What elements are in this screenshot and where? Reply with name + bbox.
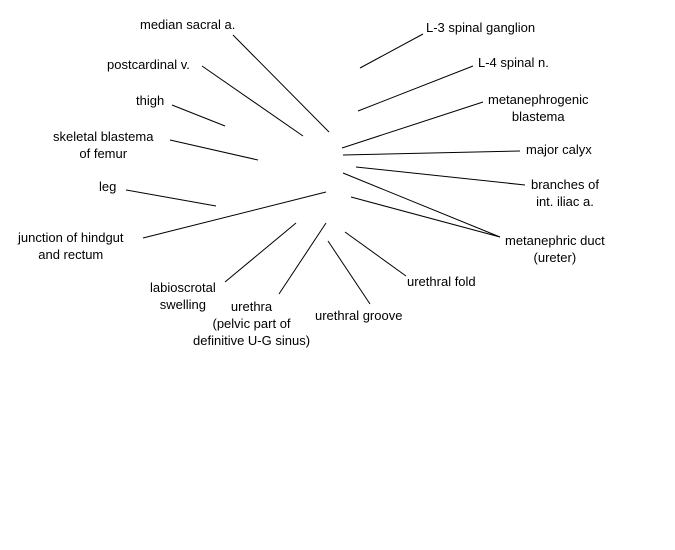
label-junction: junction of hindgut and rectum [18,229,124,263]
label-urethral-fold: urethral fold [407,273,476,290]
label-labioscrotal: labioscrotal swelling [150,279,216,313]
leader-metanephric-duct-1 [342,172,501,238]
label-thigh: thigh [136,92,164,109]
label-urethral-groove: urethral groove [315,307,402,324]
leader-major-calyx [342,150,521,156]
leader-l4 [357,65,474,112]
label-text: major calyx [526,142,592,157]
label-postcardinal: postcardinal v. [107,56,190,73]
label-median-sacral: median sacral a. [140,16,235,33]
label-text: postcardinal v. [107,57,190,72]
leader-branches [355,166,526,186]
label-text: leg [99,179,117,194]
label-l4: L-4 spinal n. [478,54,549,71]
label-text: junction of hindgut [18,230,124,245]
label-text: thigh [136,93,165,108]
label-text: metanephric duct [505,233,605,248]
label-metanephric-duct: metanephric duct (ureter) [505,232,605,266]
leader-postcardinal [201,65,304,137]
label-text: metanephrogenic [488,92,589,107]
label-text: swelling [159,297,206,312]
label-text: urethra [230,299,273,314]
label-text: definitive U-G sinus) [193,333,311,348]
leader-metanephrogenic [341,101,484,149]
leader-urethra [278,222,327,295]
label-major-calyx: major calyx [526,141,592,158]
label-l3: L-3 spinal ganglion [426,19,535,36]
label-text: and rectum [38,247,104,262]
label-metanephrogenic: metanephrogenic blastema [488,91,588,125]
label-leg: leg [99,178,116,195]
leader-thigh [171,104,226,127]
leader-junction [142,191,327,239]
leader-skeletal-blastema [169,139,259,161]
label-text: urethral fold [407,274,476,289]
leader-leg [125,189,217,207]
label-text: urethral groove [315,308,403,323]
label-skeletal-blastema: skeletal blastema of femur [53,128,153,162]
label-text: L-4 spinal n. [478,55,549,70]
label-text: int. iliac a. [536,194,594,209]
label-text: of femur [79,146,128,161]
leader-labioscrotal [224,222,297,283]
label-text: L-3 spinal ganglion [426,20,536,35]
leader-urethral-groove [327,240,371,305]
label-text: branches of [531,177,599,192]
label-text: blastema [511,109,565,124]
leader-metanephric-duct-2 [350,196,501,238]
leader-median-sacral [232,34,330,133]
label-text: labioscrotal [150,280,216,295]
label-text: (pelvic part of [212,316,291,331]
label-branches: branches of int. iliac a. [531,176,599,210]
label-urethra: urethra (pelvic part of definitive U-G sin… [193,298,310,349]
label-text: skeletal blastema [53,129,154,144]
label-text: (ureter) [533,250,577,265]
leader-urethral-fold [344,231,407,277]
label-text: median sacral a. [140,17,236,32]
leader-l3 [359,33,424,69]
